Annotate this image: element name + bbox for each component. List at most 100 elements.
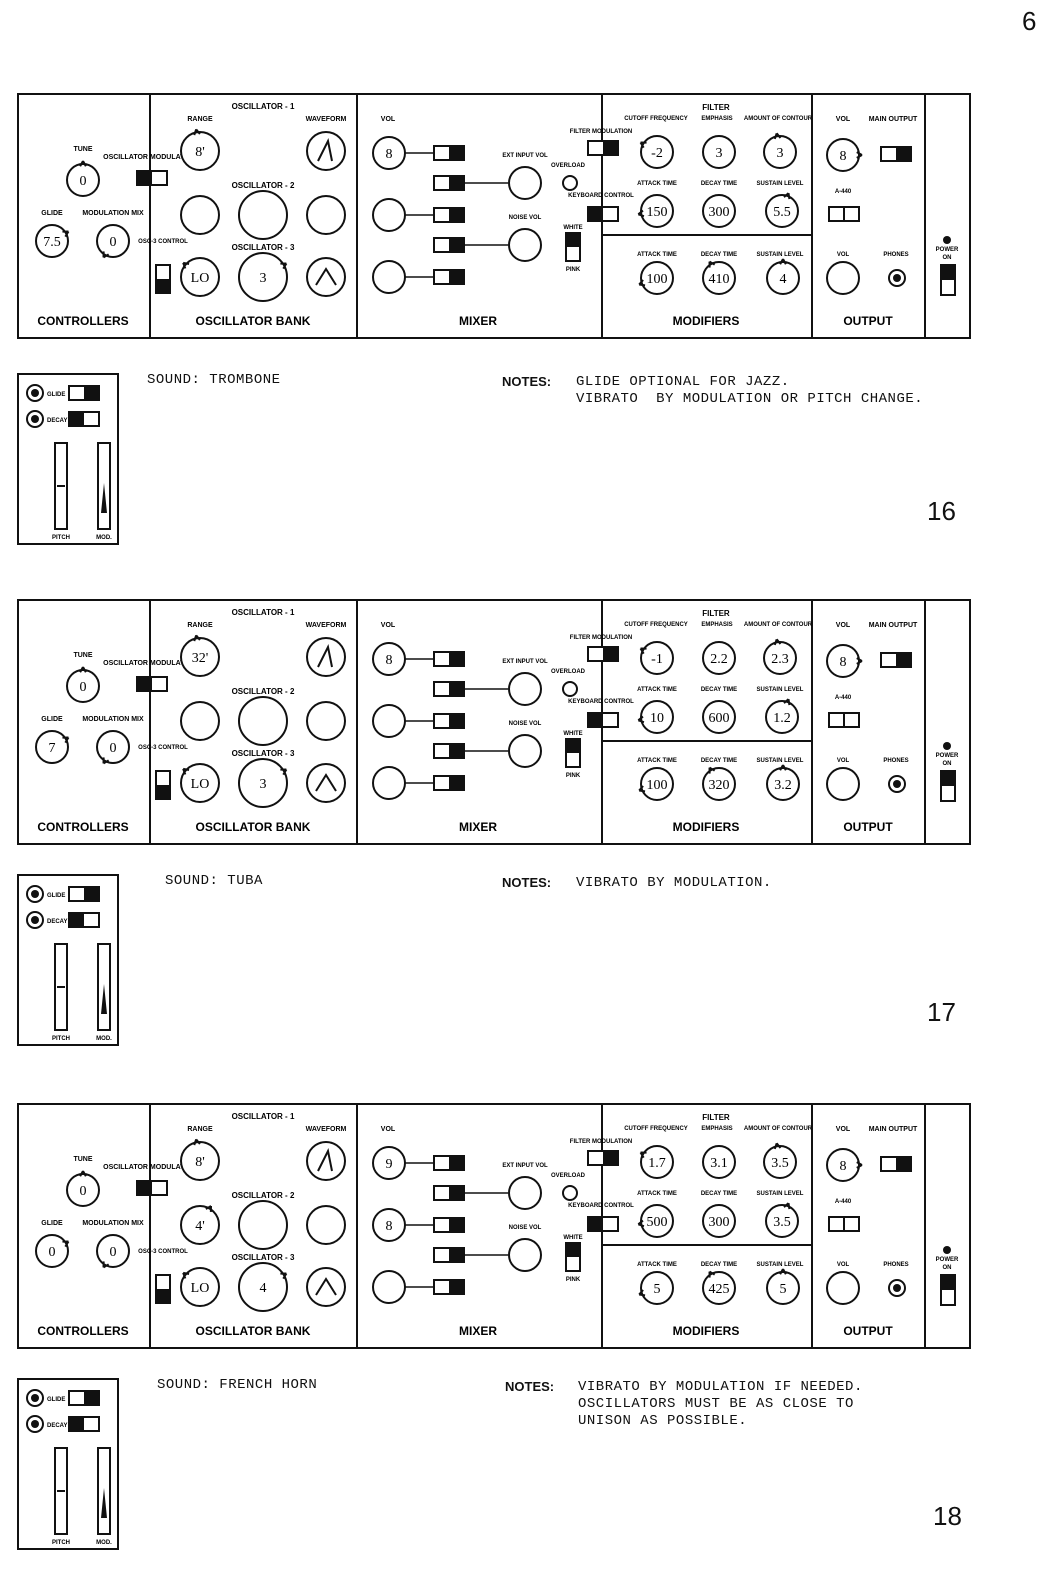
loudness-attack-knob[interactable]: 5 — [638, 1271, 674, 1305]
osc3-control-switch[interactable] — [155, 264, 171, 294]
glide-knob[interactable]: 7 — [35, 730, 70, 764]
output-vol-knob[interactable]: 8 — [826, 138, 863, 172]
mixer-vol-1-knob[interactable]: 8 — [372, 136, 406, 170]
ext-input-knob[interactable] — [508, 672, 542, 706]
loudness-decay-knob[interactable]: 425 — [702, 1270, 736, 1305]
osc3-freq-knob[interactable]: 4 — [238, 1262, 288, 1312]
power-switch[interactable] — [940, 770, 956, 802]
output-vol-knob[interactable]: 8 — [826, 1148, 863, 1182]
osc2-freq-knob[interactable] — [238, 1200, 288, 1250]
osc2-waveform-knob[interactable] — [306, 195, 346, 235]
main-output-switch[interactable] — [880, 1156, 912, 1172]
keyboard-control-switch[interactable] — [587, 1216, 619, 1232]
glide-switch[interactable] — [68, 886, 100, 902]
mixer-osc-3-switch[interactable] — [433, 1279, 465, 1295]
osc2-freq-knob[interactable] — [238, 696, 288, 746]
loudness-decay-knob[interactable]: 410 — [702, 260, 736, 295]
filter-decay-knob[interactable]: 600 — [702, 700, 736, 734]
mixer-vol-3-knob[interactable] — [372, 1270, 406, 1304]
glide-switch[interactable] — [68, 385, 100, 401]
loudness-attack-knob[interactable]: 100 — [638, 767, 674, 801]
mixer-vol-1-knob[interactable]: 9 — [372, 1146, 406, 1180]
filter-attack-knob[interactable]: 10 — [637, 700, 674, 734]
filter-attack-knob[interactable]: 500 — [637, 1204, 674, 1238]
cutoff-knob[interactable]: -1 — [639, 641, 674, 675]
osc2-waveform-knob[interactable] — [306, 701, 346, 741]
mixer-vol-2-knob[interactable]: 8 — [372, 1208, 406, 1242]
noise-color-switch[interactable] — [565, 1242, 581, 1272]
main-output-switch[interactable] — [880, 146, 912, 162]
loudness-attack-knob[interactable]: 100 — [638, 261, 674, 295]
filter-attack-knob[interactable]: 150 — [637, 194, 674, 228]
ext-input-knob[interactable] — [508, 166, 542, 200]
emphasis-knob[interactable]: 3.1 — [702, 1145, 736, 1179]
osc3-waveform-knob[interactable] — [306, 1267, 346, 1307]
filter-mod-switch[interactable] — [587, 646, 619, 662]
osc3-control-switch[interactable] — [155, 1274, 171, 1304]
decay-switch[interactable] — [68, 411, 100, 427]
osc1-waveform-knob[interactable] — [306, 131, 346, 171]
keyboard-control-switch[interactable] — [587, 206, 619, 222]
loudness-sustain-knob[interactable]: 5 — [766, 1268, 800, 1305]
mixer-osc-3-switch[interactable] — [433, 775, 465, 791]
filter-mod-switch[interactable] — [587, 1150, 619, 1166]
osc-mod-switch[interactable] — [136, 1180, 168, 1196]
noise-color-switch[interactable] — [565, 738, 581, 768]
mixer-vol-2-knob[interactable] — [372, 704, 406, 738]
tune-knob[interactable]: 0 — [66, 1170, 100, 1207]
mixer-osc-1-switch[interactable] — [433, 1155, 465, 1171]
osc1-waveform-knob[interactable] — [306, 1141, 346, 1181]
cutoff-knob[interactable]: 1.7 — [639, 1145, 674, 1179]
osc3-control-switch[interactable] — [155, 770, 171, 800]
power-switch[interactable] — [940, 264, 956, 296]
osc-mod-switch[interactable] — [136, 676, 168, 692]
power-switch[interactable] — [940, 1274, 956, 1306]
osc3-waveform-knob[interactable] — [306, 763, 346, 803]
ext-input-knob[interactable] — [508, 1176, 542, 1210]
osc1-range-knob[interactable]: 8' — [180, 128, 220, 171]
osc2-waveform-knob[interactable] — [306, 1205, 346, 1245]
osc2-range-knob[interactable] — [180, 701, 220, 741]
noise-vol-knob[interactable] — [508, 1238, 542, 1272]
osc2-freq-knob[interactable] — [238, 190, 288, 240]
mixer-osc-3-switch[interactable] — [433, 269, 465, 285]
filter-sustain-knob[interactable]: 5.5 — [765, 192, 799, 228]
noise-vol-knob[interactable] — [508, 228, 542, 262]
mixer-osc-2-switch[interactable] — [433, 207, 465, 223]
filter-decay-knob[interactable]: 300 — [702, 1204, 736, 1238]
tune-knob[interactable]: 0 — [66, 666, 100, 703]
mixer-vol-3-knob[interactable] — [372, 766, 406, 800]
mod-mix-knob[interactable]: 0 — [96, 730, 130, 765]
osc2-range-knob[interactable]: 4' — [180, 1205, 220, 1245]
loudness-decay-knob[interactable]: 320 — [702, 766, 736, 801]
keyboard-control-switch[interactable] — [587, 712, 619, 728]
decay-switch[interactable] — [68, 1416, 100, 1432]
mixer-vol-2-knob[interactable] — [372, 198, 406, 232]
osc3-freq-knob[interactable]: 3 — [238, 252, 288, 302]
osc2-range-knob[interactable] — [180, 195, 220, 235]
noise-vol-knob[interactable] — [508, 734, 542, 768]
filter-sustain-knob[interactable]: 1.2 — [765, 698, 799, 734]
glide-switch[interactable] — [68, 1390, 100, 1406]
osc1-waveform-knob[interactable] — [306, 637, 346, 677]
mixer-aux-1-switch[interactable] — [433, 175, 465, 191]
phones-vol-knob[interactable] — [826, 767, 860, 801]
mixer-osc-2-switch[interactable] — [433, 713, 465, 729]
tune-knob[interactable]: 0 — [66, 160, 100, 197]
contour-knob[interactable]: 3.5 — [763, 1142, 797, 1179]
glide-knob[interactable]: 7.5 — [35, 224, 70, 258]
osc3-waveform-knob[interactable] — [306, 257, 346, 297]
phones-vol-knob[interactable] — [826, 261, 860, 295]
filter-sustain-knob[interactable]: 3.5 — [765, 1202, 799, 1238]
osc-mod-switch[interactable] — [136, 170, 168, 186]
mixer-aux-2-switch[interactable] — [433, 1247, 465, 1263]
loudness-sustain-knob[interactable]: 4 — [766, 258, 800, 295]
mixer-vol-3-knob[interactable] — [372, 260, 406, 294]
output-vol-knob[interactable]: 8 — [826, 644, 863, 678]
loudness-sustain-knob[interactable]: 3.2 — [766, 764, 800, 801]
mixer-vol-1-knob[interactable]: 8 — [372, 642, 406, 676]
main-output-switch[interactable] — [880, 652, 912, 668]
mixer-aux-2-switch[interactable] — [433, 237, 465, 253]
filter-mod-switch[interactable] — [587, 140, 619, 156]
filter-decay-knob[interactable]: 300 — [702, 194, 736, 228]
